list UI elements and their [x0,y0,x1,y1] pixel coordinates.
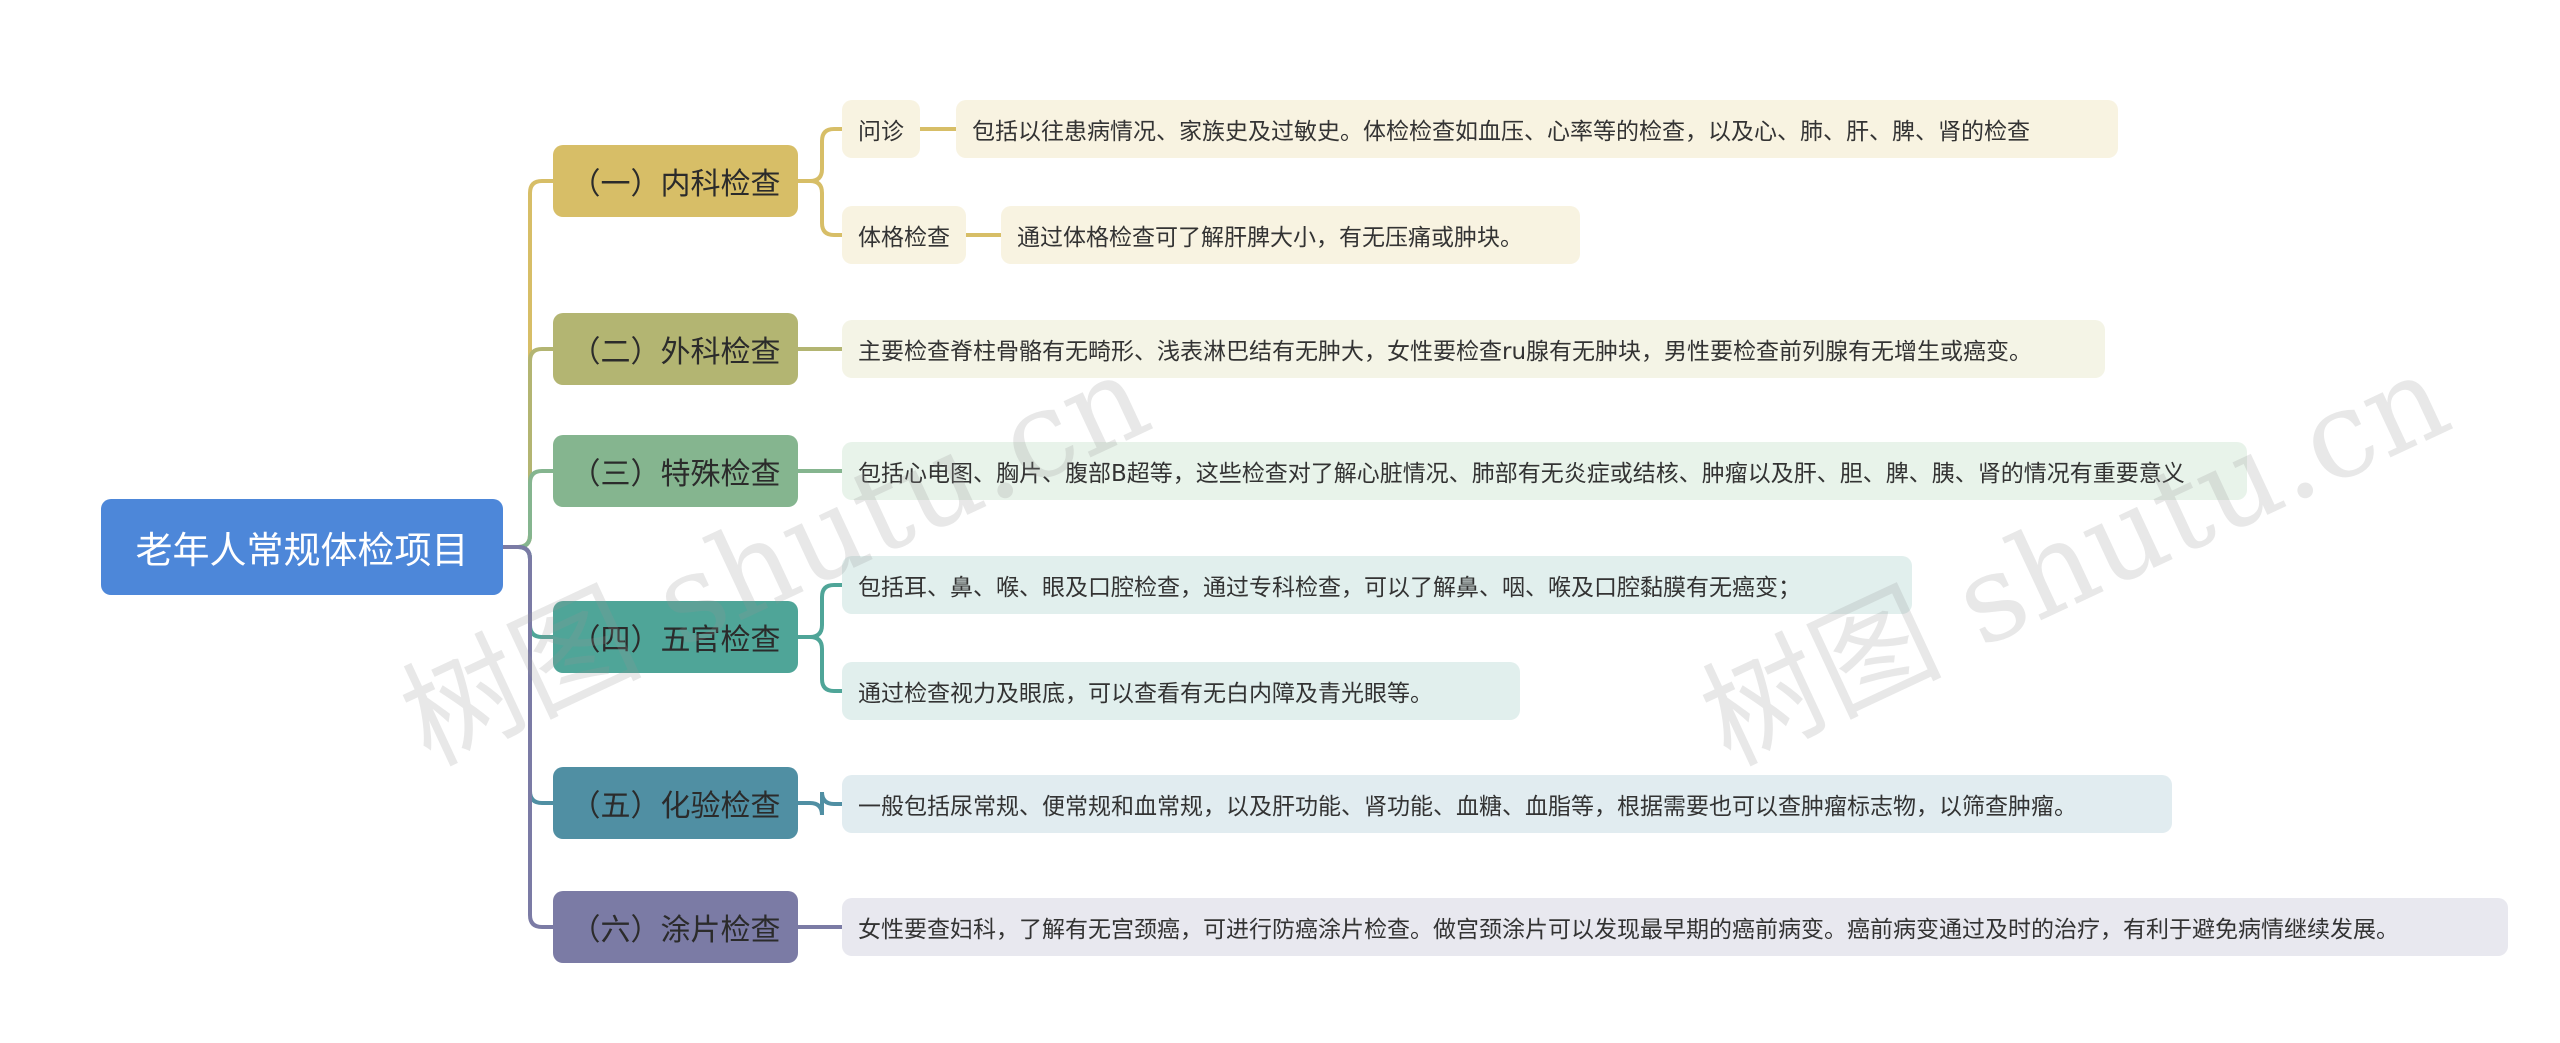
category-node-facial-organs[interactable]: （四）五官检查 [553,601,798,673]
connector-category-to-leaf [796,583,844,639]
category-node-internal-medicine[interactable]: （一）内科检查 [553,145,798,217]
leaf-node-ent-detail[interactable]: 包括耳、鼻、喉、眼及口腔检查，通过专科检查，可以了解鼻、咽、喉及口腔黏膜有无癌变… [842,556,1912,614]
leaf-detail-consultation[interactable]: 包括以往患病情况、家族史及过敏史。体检检查如血压、心率等的检查，以及心、肺、肝、… [956,100,2118,158]
connector-category-to-leaf [796,635,844,693]
leaf-node-lab-detail[interactable]: 一般包括尿常规、便常规和血常规，以及肝功能、肾功能、血糖、血脂等，根据需要也可以… [842,775,2172,833]
leaf-node-special-detail[interactable]: 包括心电图、胸片、腹部B超等，这些检查对了解心脏情况、肺部有无炎症或结核、肿瘤以… [842,442,2247,500]
connector-category-to-leaf [796,127,844,183]
leaf-detail-physical-exam[interactable]: 通过体格检查可了解肝脾大小，有无压痛或肿块。 [1001,206,1580,264]
category-node-surgery[interactable]: （二）外科检查 [553,313,798,385]
category-node-lab-tests[interactable]: （五）化验检查 [553,767,798,839]
connector-category-to-leaf [796,179,844,237]
leaf-node-smear-detail[interactable]: 女性要查妇科，了解有无宫颈癌，可进行防癌涂片检查。做宫颈涂片可以发现最早期的癌前… [842,898,2508,956]
root-node[interactable]: 老年人常规体检项目 [101,499,503,595]
category-node-smear[interactable]: （六）涂片检查 [553,891,798,963]
connector-root-to-category [501,545,555,929]
leaf-node-surgery-detail[interactable]: 主要检查脊柱骨骼有无畸形、浅表淋巴结有无肿大，女性要检查ru腺有无肿块，男性要检… [842,320,2105,378]
connector-category-to-leaf [796,791,844,816]
category-node-special[interactable]: （三）特殊检查 [553,435,798,507]
leaf-node-eye-detail[interactable]: 通过检查视力及眼底，可以查看有无白内障及青光眼等。 [842,662,1520,720]
leaf-node-physical-exam[interactable]: 体格检查 [842,206,966,264]
leaf-node-consultation[interactable]: 问诊 [842,100,920,158]
